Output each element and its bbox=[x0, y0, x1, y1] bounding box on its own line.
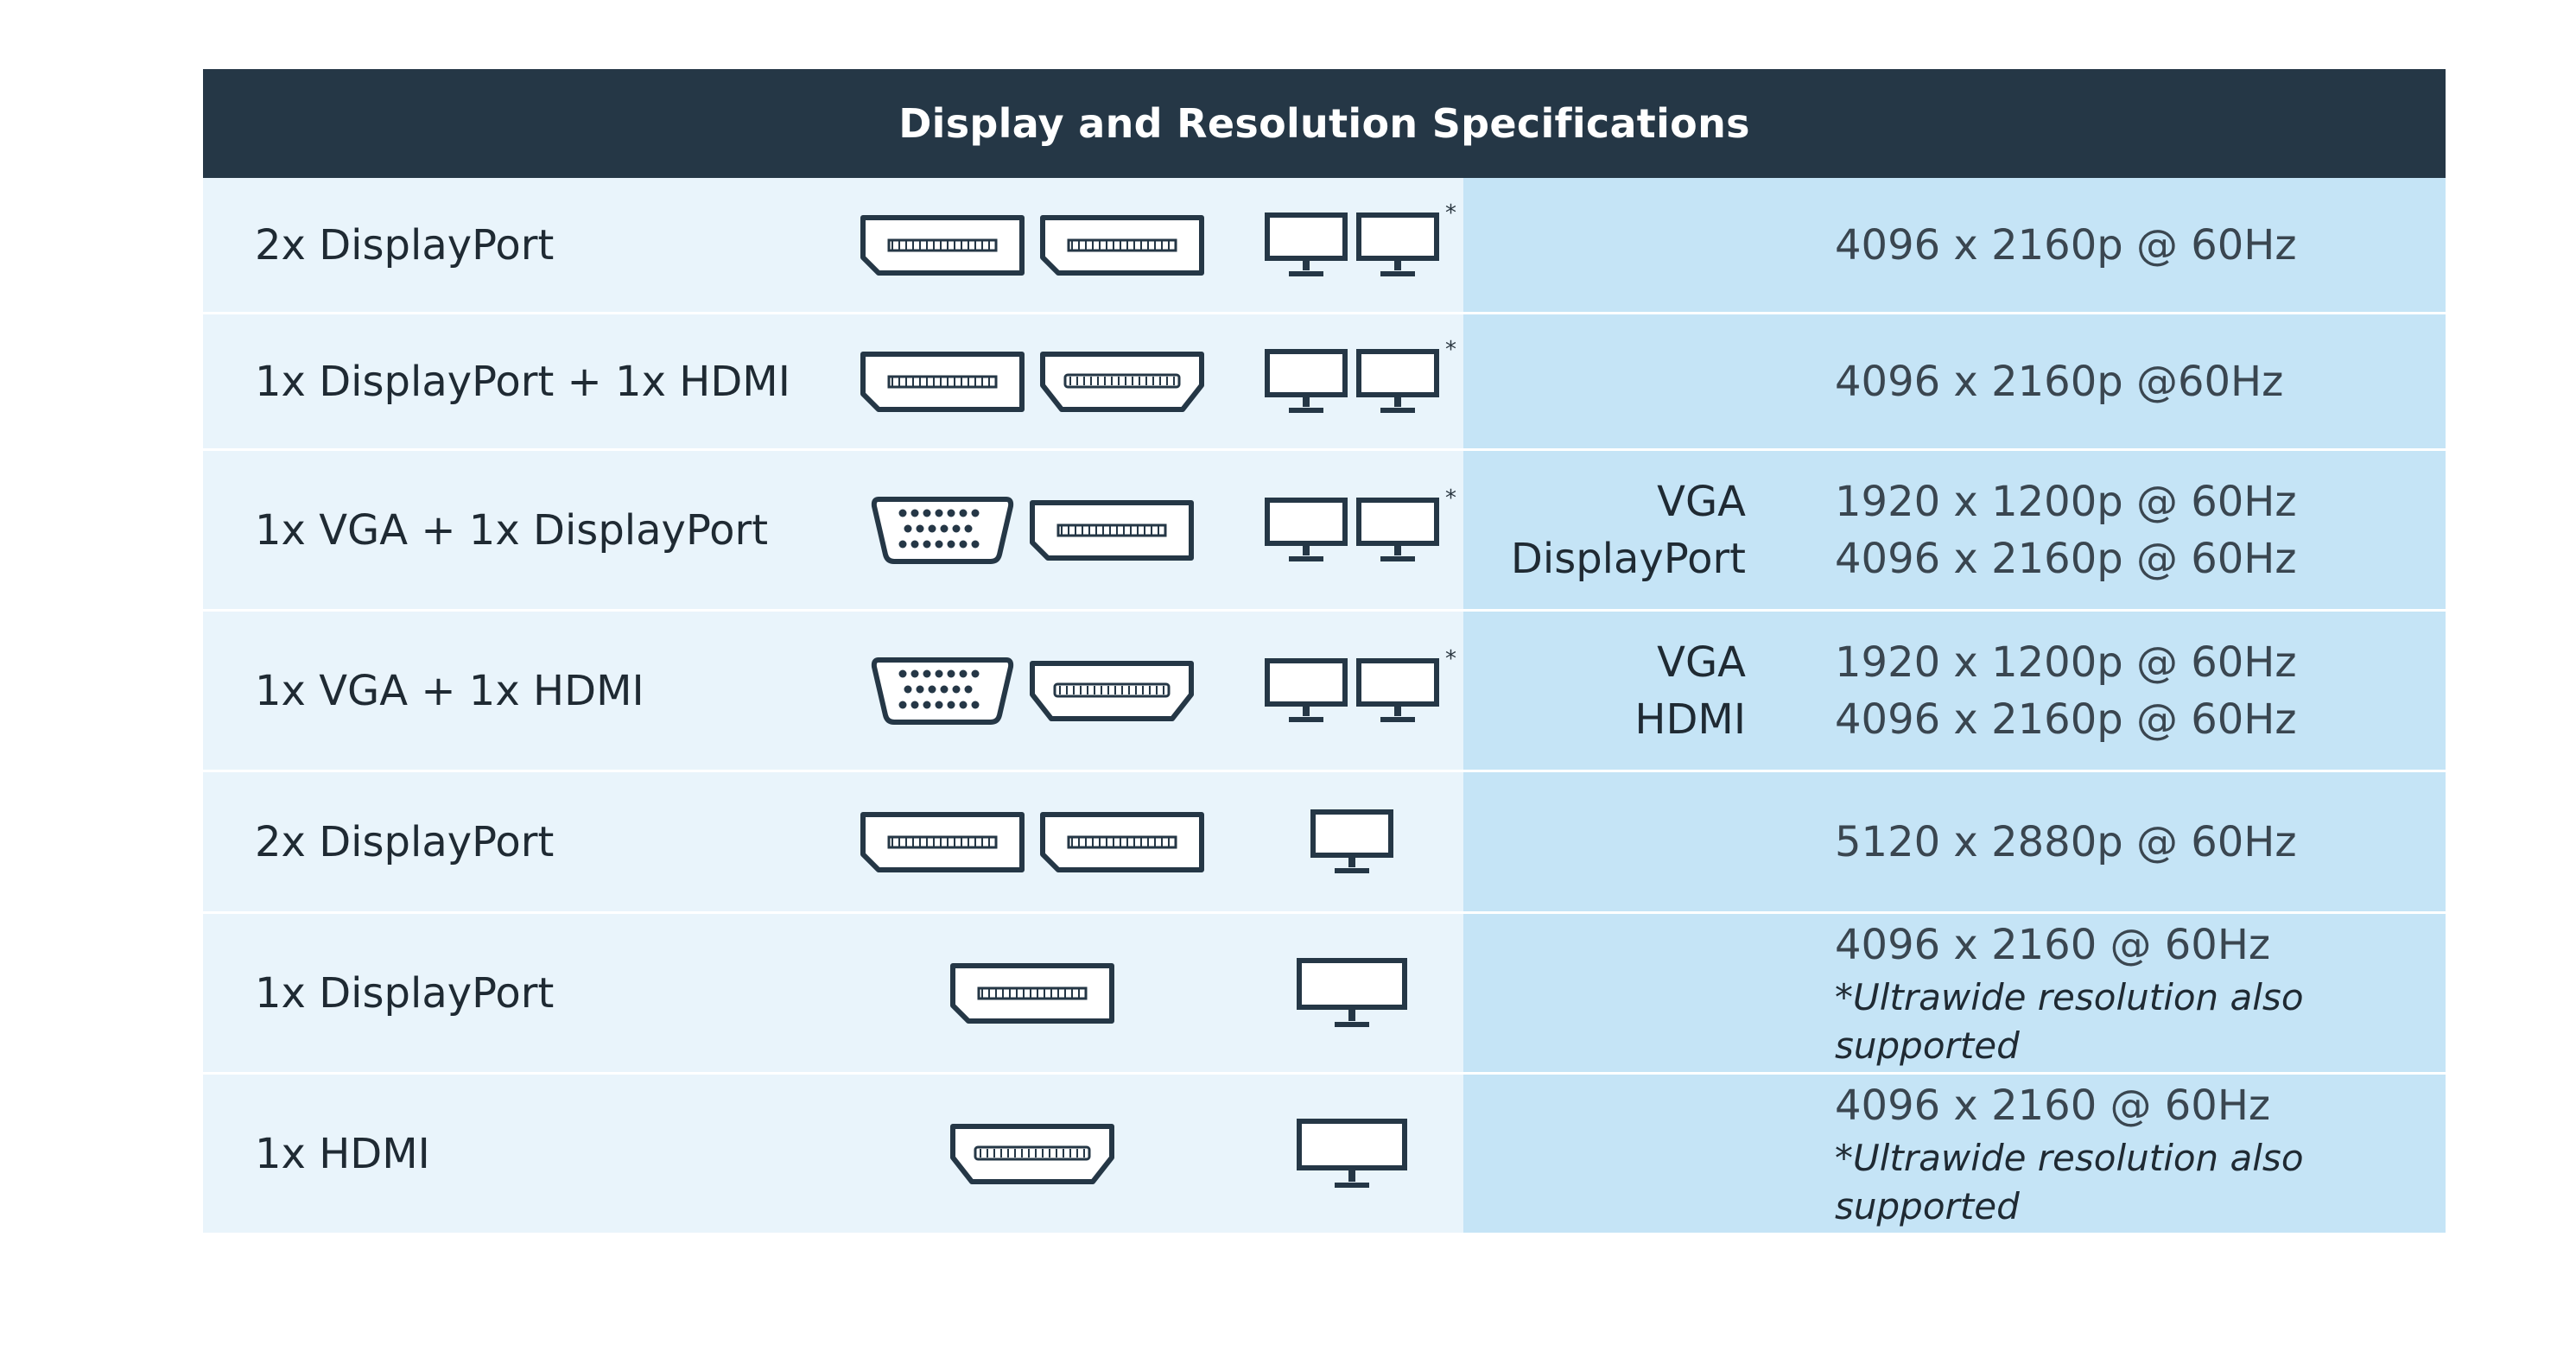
asterisk-mark: * bbox=[1445, 485, 1456, 511]
displayport-icon bbox=[949, 962, 1115, 1024]
port-names: VGA HDMI bbox=[1634, 634, 1746, 748]
connection-label: 2x DisplayPort bbox=[255, 220, 555, 270]
connection-label: 1x VGA + 1x DisplayPort bbox=[255, 505, 769, 555]
monitor-icons bbox=[1240, 1075, 1464, 1233]
displayport-icon bbox=[1029, 499, 1195, 561]
table-row: 1x VGA + 1x HDMI * VGA HDMI 1920 x 1200p @ … bbox=[203, 612, 2446, 772]
spec-table: Display and Resolution Specifications 2x… bbox=[203, 69, 2446, 1235]
ultrawide-note: *Ultrawide resolution also supported bbox=[1835, 975, 2304, 1067]
vga-icon bbox=[870, 494, 1015, 567]
table-row: 1x HDMI 4096 x 2160 @ 60Hz *Ultrawide res… bbox=[203, 1075, 2446, 1235]
table-row: 2x DisplayPort * 4096 x 2160p @ 60Hz bbox=[203, 178, 2446, 314]
resolution-cell: 4096 x 2160p @ 60Hz bbox=[1463, 178, 2446, 312]
connection-label: 1x DisplayPort bbox=[255, 968, 555, 1018]
resolution-value: 5120 x 2880p @ 60Hz bbox=[1835, 817, 2297, 866]
monitor-icons bbox=[1240, 772, 1464, 911]
monitor-icons: * bbox=[1240, 314, 1464, 448]
resolution-value: 1920 x 1200p @ 60Hz bbox=[1835, 477, 2297, 526]
monitor-icons: * bbox=[1240, 451, 1464, 609]
monitor-icons: * bbox=[1240, 178, 1464, 312]
resolutions: 4096 x 2160p @ 60Hz bbox=[1835, 217, 2297, 274]
resolution-value: 4096 x 2160 @ 60Hz bbox=[1835, 920, 2271, 969]
displayport-icon bbox=[1039, 214, 1205, 276]
resolution-value: 4096 x 2160 @ 60Hz bbox=[1835, 1081, 2271, 1130]
resolution-value: 4096 x 2160p @ 60Hz bbox=[1835, 695, 2297, 744]
port-name: VGA bbox=[1657, 637, 1746, 687]
asterisk-mark: * bbox=[1445, 645, 1456, 672]
resolutions: 4096 x 2160 @ 60Hz *Ultrawide resolution … bbox=[1835, 1077, 2446, 1231]
displayport-icon bbox=[860, 214, 1025, 276]
monitor-icon bbox=[1356, 212, 1439, 278]
resolutions: 4096 x 2160 @ 60Hz *Ultrawide resolution … bbox=[1835, 917, 2446, 1070]
connection-label: 1x DisplayPort + 1x HDMI bbox=[255, 357, 790, 406]
connection-cell: 1x VGA + 1x DisplayPort * bbox=[203, 451, 1463, 609]
resolution-value: 4096 x 2160p @ 60Hz bbox=[1835, 534, 2297, 583]
table-title-text: Display and Resolution Specifications bbox=[898, 100, 1750, 147]
connection-cell: 2x DisplayPort * bbox=[203, 178, 1463, 312]
port-icons bbox=[812, 914, 1253, 1072]
resolution-cell: 4096 x 2160 @ 60Hz *Ultrawide resolution … bbox=[1463, 1075, 2446, 1233]
port-icons bbox=[812, 1075, 1253, 1233]
monitor-icons bbox=[1240, 914, 1464, 1072]
resolution-value: 1920 x 1200p @ 60Hz bbox=[1835, 637, 2297, 687]
port-names: VGA DisplayPort bbox=[1511, 473, 1746, 587]
resolution-value: 4096 x 2160p @ 60Hz bbox=[1835, 220, 2297, 270]
monitor-icon bbox=[1356, 497, 1439, 563]
table-title: Display and Resolution Specifications bbox=[203, 69, 2446, 178]
resolution-cell: VGA DisplayPort 1920 x 1200p @ 60Hz 4096 x … bbox=[1463, 451, 2446, 609]
monitor-icon bbox=[1265, 348, 1348, 415]
displayport-icon bbox=[1039, 811, 1205, 873]
monitor-icon bbox=[1310, 809, 1393, 875]
monitor-icon bbox=[1265, 212, 1348, 278]
monitor-icons: * bbox=[1240, 612, 1464, 770]
ultrawide-note: *Ultrawide resolution also supported bbox=[1835, 1136, 2304, 1227]
displayport-icon bbox=[860, 351, 1025, 413]
monitor-icon bbox=[1265, 497, 1348, 563]
resolutions: 1920 x 1200p @ 60Hz 4096 x 2160p @ 60Hz bbox=[1835, 634, 2297, 748]
table-row: 1x VGA + 1x DisplayPort * VGA DisplayPort 1… bbox=[203, 451, 2446, 612]
displayport-icon bbox=[860, 811, 1025, 873]
port-icons bbox=[812, 612, 1253, 770]
port-name: HDMI bbox=[1634, 695, 1746, 744]
hdmi-icon bbox=[1029, 660, 1195, 722]
table-row: 1x DisplayPort 4096 x 2160 @ 60Hz *Ultraw… bbox=[203, 914, 2446, 1075]
port-name: VGA bbox=[1657, 477, 1746, 526]
connection-cell: 1x DisplayPort bbox=[203, 914, 1463, 1072]
connection-cell: 1x VGA + 1x HDMI * bbox=[203, 612, 1463, 770]
connection-cell: 2x DisplayPort bbox=[203, 772, 1463, 911]
asterisk-mark: * bbox=[1445, 336, 1456, 363]
connection-cell: 1x DisplayPort + 1x HDMI * bbox=[203, 314, 1463, 448]
resolution-value: 4096 x 2160p @60Hz bbox=[1835, 357, 2284, 406]
resolution-cell: 5120 x 2880p @ 60Hz bbox=[1463, 772, 2446, 911]
asterisk-mark: * bbox=[1445, 200, 1456, 226]
resolution-cell: 4096 x 2160 @ 60Hz *Ultrawide resolution … bbox=[1463, 914, 2446, 1072]
table-body: 2x DisplayPort * 4096 x 2160p @ 60Hz 1x Di… bbox=[203, 178, 2446, 1235]
port-icons bbox=[812, 178, 1253, 312]
monitor-icon bbox=[1265, 657, 1348, 724]
resolutions: 5120 x 2880p @ 60Hz bbox=[1835, 814, 2297, 871]
monitor-icon bbox=[1356, 348, 1439, 415]
hdmi-icon bbox=[1039, 351, 1205, 413]
connection-label: 1x HDMI bbox=[255, 1129, 430, 1178]
resolution-cell: 4096 x 2160p @60Hz bbox=[1463, 314, 2446, 448]
monitor-icon bbox=[1356, 657, 1439, 724]
hdmi-icon bbox=[949, 1123, 1115, 1185]
resolutions: 4096 x 2160p @60Hz bbox=[1835, 353, 2283, 410]
port-icons bbox=[812, 314, 1253, 448]
table-row: 2x DisplayPort 5120 x 2880p @ 60Hz bbox=[203, 772, 2446, 914]
port-icons bbox=[812, 772, 1253, 911]
port-name: DisplayPort bbox=[1510, 534, 1746, 583]
connection-cell: 1x HDMI bbox=[203, 1075, 1463, 1233]
connection-label: 2x DisplayPort bbox=[255, 817, 555, 866]
resolution-cell: VGA HDMI 1920 x 1200p @ 60Hz 4096 x 2160p @… bbox=[1463, 612, 2446, 770]
monitor-icon bbox=[1297, 957, 1407, 1029]
monitor-icon bbox=[1297, 1118, 1407, 1189]
table-row: 1x DisplayPort + 1x HDMI * 4096 x 2160p @… bbox=[203, 314, 2446, 451]
port-icons bbox=[812, 451, 1253, 609]
resolutions: 1920 x 1200p @ 60Hz 4096 x 2160p @ 60Hz bbox=[1835, 473, 2297, 587]
vga-icon bbox=[870, 655, 1015, 727]
connection-label: 1x VGA + 1x HDMI bbox=[255, 666, 644, 715]
